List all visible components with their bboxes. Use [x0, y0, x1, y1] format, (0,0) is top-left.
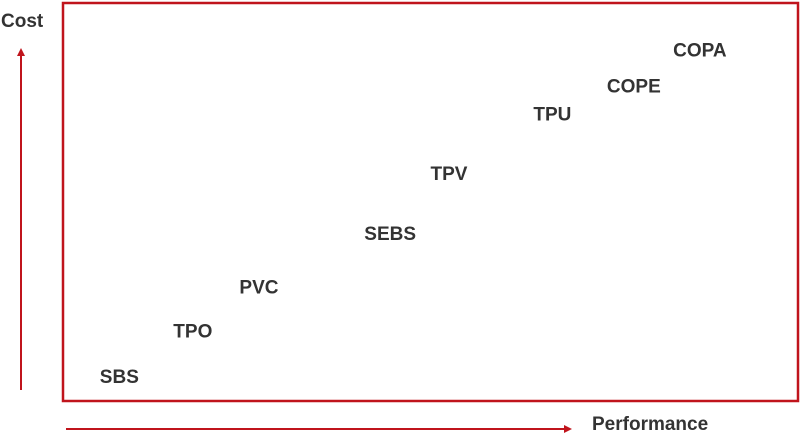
x-axis-title: Performance: [592, 414, 708, 435]
y-axis-title: Cost: [1, 11, 44, 32]
point-label-tpu: TPU: [533, 104, 571, 125]
plot-frame: [61, 1, 800, 403]
point-label-tpo: TPO: [173, 321, 212, 342]
point-label-sebs: SEBS: [364, 224, 416, 245]
point-label-pvc: PVC: [239, 278, 278, 299]
data-points: SBS TPO PVC SEBS TPV TPU COPE COPA: [100, 41, 727, 388]
point-label-sbs: SBS: [100, 367, 139, 388]
point-label-tpv: TPV: [431, 164, 468, 185]
point-label-cope: COPE: [607, 77, 661, 98]
point-label-copa: COPA: [673, 41, 727, 62]
